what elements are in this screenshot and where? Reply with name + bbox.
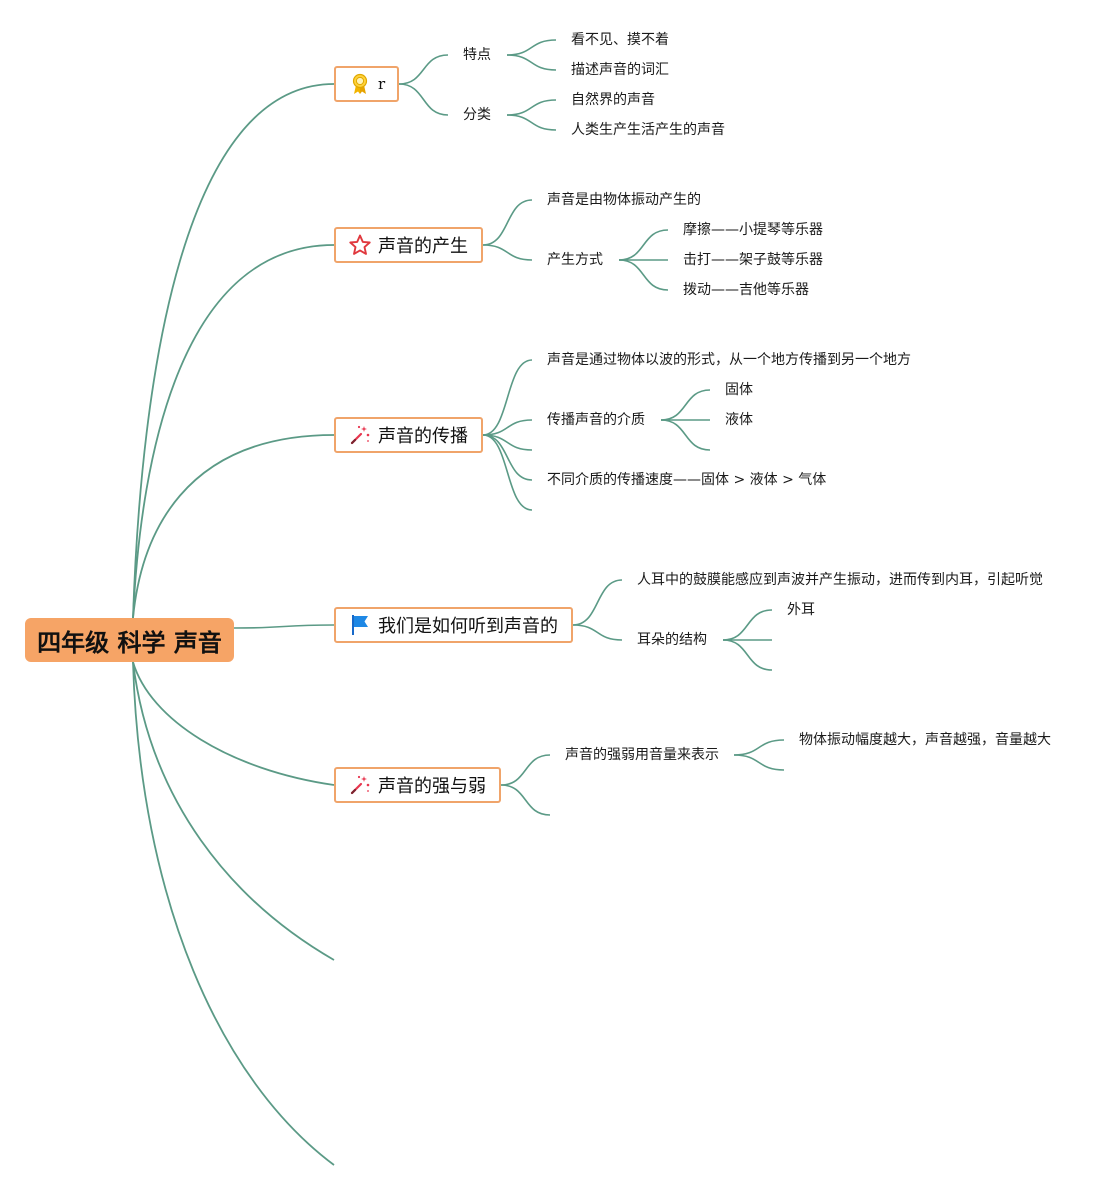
connector-line [660,419,711,451]
leaf-eardrum-vibration[interactable]: 人耳中的鼓膜能感应到声波并产生振动，进而传到内耳，引起听觉 [637,572,1043,588]
topic-node-how-we-hear[interactable]: 我们是如何听到声音的 [334,607,573,643]
connector-line [482,244,533,261]
connector-line [482,359,533,436]
topic-label: 我们是如何听到声音的 [378,616,558,637]
magic-wand-icon [348,773,372,797]
leaf-pluck-guitar[interactable]: 拨动——吉他等乐器 [683,282,809,298]
leaf-friction-violin[interactable]: 摩擦——小提琴等乐器 [683,222,823,238]
leaf-invisible-intangible[interactable]: 看不见、摸不着 [571,32,669,48]
connector-line [500,784,551,816]
connector-line [506,114,557,131]
subtopic-production-methods[interactable]: 产生方式 [547,252,603,268]
leaf-outer-ear[interactable]: 外耳 [787,602,815,618]
star-icon [348,233,372,257]
leaf-natural-sounds[interactable]: 自然界的声音 [571,92,655,108]
trunk-line-2 [132,244,335,619]
trunk-line-7 [132,661,335,1166]
topic-label: 声音的强与弱 [378,776,486,797]
connector-line [618,229,669,261]
connector-line [482,199,533,246]
connector-line [660,389,711,421]
award-ribbon-icon [348,72,372,96]
connector-line [572,624,623,641]
topic-label: 声音的传播 [378,426,468,447]
connector-line [722,609,773,641]
topic-node-sound-production[interactable]: 声音的产生 [334,227,483,263]
topic-node-r[interactable]: r [334,66,399,102]
root-node[interactable]: 四年级 科学 声音 [25,618,234,662]
leaf-speed-comparison[interactable]: 不同介质的传播速度——固体 > 液体 > 气体 [547,472,827,488]
connector-line [398,54,449,85]
subtopic-categories[interactable]: 分类 [463,107,491,123]
subtopic-features[interactable]: 特点 [463,47,491,63]
trunk-line-5 [132,661,335,786]
topic-label: r [378,75,386,93]
leaf-human-sounds[interactable]: 人类生产生活产生的声音 [571,122,725,138]
subtopic-ear-structure[interactable]: 耳朵的结构 [637,632,707,648]
connector-line [482,434,533,511]
connector-line [506,54,557,71]
connector-line [722,639,773,671]
connector-line [733,754,785,771]
trunk-line-1 [132,83,335,619]
topic-label: 声音的产生 [378,236,468,257]
flag-icon [348,613,372,637]
topic-node-loudness[interactable]: 声音的强与弱 [334,767,501,803]
leaf-strike-drums[interactable]: 击打——架子鼓等乐器 [683,252,823,268]
subtopic-media[interactable]: 传播声音的介质 [547,412,645,428]
leaf-amplitude-loudness[interactable]: 物体振动幅度越大，声音越强，音量越大 [799,732,1051,748]
trunk-line-4 [233,624,335,629]
connector-line [398,83,449,116]
trunk-line-3 [132,434,335,619]
leaf-sound-words[interactable]: 描述声音的词汇 [571,62,669,78]
leaf-liquid[interactable]: 液体 [725,412,753,428]
leaf-vibration-origin[interactable]: 声音是由物体振动产生的 [547,192,701,208]
magic-wand-icon [348,423,372,447]
connector-line [500,754,551,786]
leaf-wave-propagation[interactable]: 声音是通过物体以波的形式，从一个地方传播到另一个地方 [547,352,911,368]
connector-line [572,579,623,626]
trunk-line-6 [132,661,335,961]
topic-node-sound-propagation[interactable]: 声音的传播 [334,417,483,453]
subtopic-volume[interactable]: 声音的强弱用音量来表示 [565,747,719,763]
leaf-solid[interactable]: 固体 [725,382,753,398]
connector-line [618,259,669,291]
